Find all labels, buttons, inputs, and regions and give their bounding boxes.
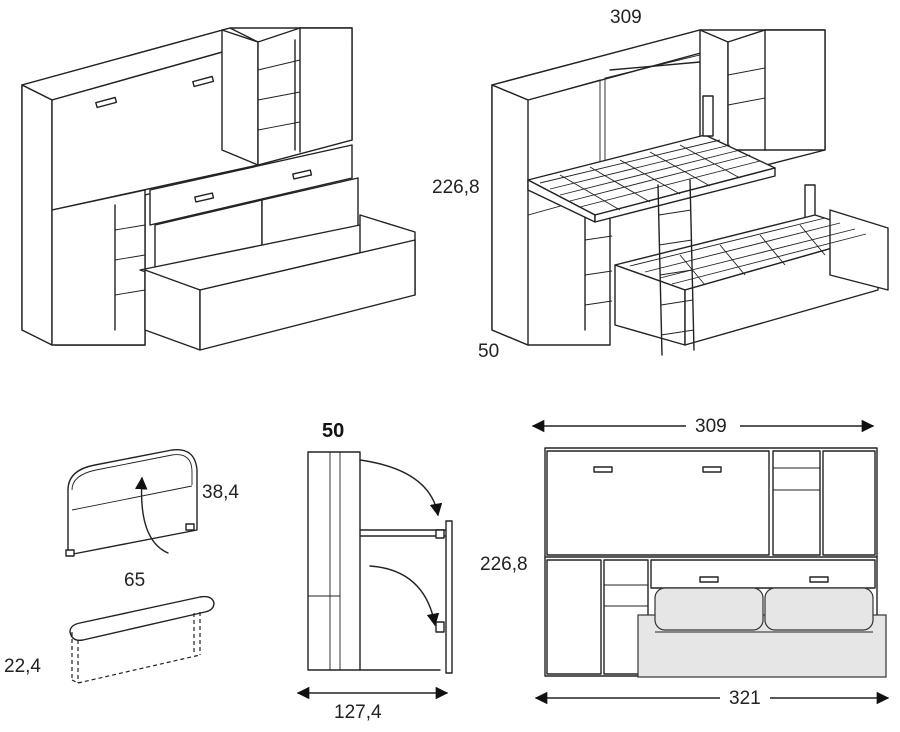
front-width-top-label: 309 [695, 416, 727, 437]
shelf-width-label: 65 [124, 570, 145, 591]
headboard-height-label: 38,4 [202, 482, 239, 503]
sofa-cushion-left [654, 587, 764, 631]
front-elevation-view: 309 226,8 321 [480, 414, 890, 711]
side-section-view: 50 13 127,4 [296, 420, 453, 723]
shelf-height-label: 22,4 [4, 656, 41, 677]
wall-unit-open-view: 309 226,8 50 [432, 7, 889, 362]
headboard-and-shelf-view: 38,4 65 22,4 [4, 448, 239, 684]
ladder [657, 179, 695, 356]
wall-unit-closed-view [21, 27, 416, 351]
lower-bed-slats [629, 217, 867, 286]
side-depth-label: 50 [322, 420, 344, 442]
upper-bed-slats [539, 139, 761, 211]
depth-label-top-right: 50 [478, 341, 499, 362]
height-label-top-right: 226,8 [432, 177, 480, 198]
width-label-top-right: 309 [610, 7, 642, 28]
front-height-label: 226,8 [480, 554, 528, 575]
sofa-cushion-right [764, 587, 874, 631]
side-open-depth-label: 127,4 [334, 702, 382, 723]
front-width-bottom-label: 321 [729, 688, 761, 709]
